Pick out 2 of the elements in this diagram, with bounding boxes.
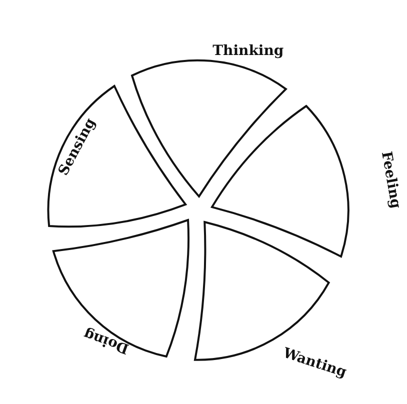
segment-label: Thinking	[212, 42, 284, 59]
segment-label: Feeling	[378, 150, 404, 210]
